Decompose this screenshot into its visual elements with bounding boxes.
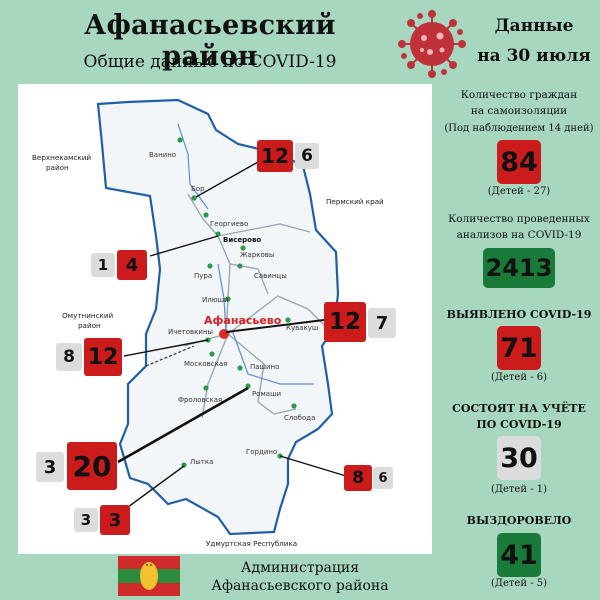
- footer-administration: Администрация: [240, 560, 360, 576]
- settlement-lytka: Лытка: [190, 458, 213, 466]
- recovered-label: ВЫЗДОРОВЕЛО: [466, 514, 572, 527]
- tests-value: 2413: [483, 248, 555, 288]
- settlement-ichetovkiny: Ичетовкины: [168, 328, 213, 336]
- tests-label-2: анализов на COVID-19: [456, 229, 582, 241]
- detected-value: 71: [497, 326, 541, 370]
- page-subtitle: Общие данные по COVID-19: [83, 52, 337, 72]
- settlement-dot: [177, 137, 183, 143]
- neighbor-udmurt: Удмуртская Республика: [206, 539, 297, 548]
- leader-lines: [117, 161, 347, 511]
- settlement-viserovo: Висерово: [223, 236, 261, 244]
- callout-romashi-cases: 20: [67, 442, 117, 490]
- callout-bor-cases: 12: [257, 140, 293, 172]
- tests-label-1: Количество проведенных: [448, 213, 590, 225]
- settlement-gordino: Гордино: [246, 448, 277, 456]
- settlement-dot: [225, 296, 231, 302]
- settlement-zharkovy: Жарковы: [240, 251, 274, 259]
- isolation-label-2: на самоизоляции: [470, 105, 568, 117]
- isolation-label-1: Количество граждан: [460, 89, 578, 101]
- settlement-ilyushi: Илюши: [202, 296, 229, 304]
- settlement-pura: Пура: [194, 272, 212, 280]
- neighbor-omutninsky-2: район: [78, 321, 101, 330]
- settlement-georgievo: Георгиево: [210, 220, 248, 228]
- isolation-children: (Детей - 27): [487, 186, 551, 197]
- detected-children: (Детей - 6): [490, 372, 548, 383]
- neighbor-verkhnekamsky: Верхнекамский: [32, 153, 91, 162]
- date-label-line2: на 30 июля: [477, 46, 591, 66]
- registered-label-1: СОСТОЯТ НА УЧЁТЕ: [452, 402, 586, 415]
- settlement-dot: [240, 245, 246, 251]
- center-marker: [219, 329, 229, 339]
- settlement-dot: [291, 403, 297, 409]
- settlement-dot: [215, 231, 221, 237]
- settlement-afanasyevo: Афанасьево: [204, 314, 282, 327]
- settlement-dot: [191, 195, 197, 201]
- callout-ichetovkiny-children: 8: [56, 343, 82, 371]
- callout-viserovo-children: 1: [91, 253, 115, 277]
- settlement-dot: [285, 317, 291, 323]
- callout-gordino-cases: 8: [344, 465, 372, 491]
- settlement-dot: [237, 263, 243, 269]
- page-title: Афанасьевский район: [84, 10, 336, 72]
- registered-label-2: ПО COVID-19: [476, 418, 562, 431]
- callout-bor-children: 6: [295, 143, 319, 169]
- neighbor-verkhnekamsky-2: район: [46, 163, 69, 172]
- settlement-vanino: Ванино: [149, 151, 176, 159]
- settlement-moskovskaya: Московская: [184, 360, 227, 368]
- neighbor-permsky: Пермский край: [326, 197, 384, 206]
- footer-district: Афанасьевского района: [211, 578, 389, 594]
- callout-lytka-children: 3: [74, 508, 98, 532]
- date-label-line1: Данные: [494, 16, 574, 36]
- settlement-dot: [203, 212, 209, 218]
- settlement-savintsy: Савинцы: [254, 272, 287, 280]
- settlement-dot: [209, 351, 215, 357]
- settlement-dot: [207, 263, 213, 269]
- neighbor-omutninsky: Омутнинский: [62, 311, 114, 320]
- recovered-value: 41: [497, 533, 541, 577]
- virus-icon: [398, 10, 466, 78]
- settlement-frolovskaya: Фроловская: [178, 396, 222, 404]
- isolation-label-3: (Под наблюдением 14 дней): [444, 123, 594, 134]
- registered-children: (Детей - 1): [490, 484, 548, 495]
- callout-afanasyevo-cases: 12: [324, 302, 366, 342]
- detected-label: ВЫЯВЛЕНО COVID-19: [446, 308, 592, 321]
- callout-viserovo-cases: 4: [117, 250, 147, 280]
- isolation-value: 84: [497, 140, 541, 184]
- rivers: [177, 123, 314, 385]
- registered-value: 30: [497, 436, 541, 480]
- callout-gordino-children: 6: [373, 467, 393, 489]
- settlement-bor: Бор: [191, 185, 205, 193]
- district-flag-emblem: [118, 556, 180, 596]
- callout-ichetovkiny-cases: 12: [84, 338, 122, 376]
- callout-afanasyevo-children: 7: [368, 308, 396, 338]
- recovered-children: (Детей - 5): [490, 578, 548, 589]
- settlement-romashi: Ромаши: [252, 390, 281, 398]
- settlement-sloboda: Слобода: [284, 414, 315, 422]
- callout-romashi-children: 3: [36, 452, 64, 482]
- rail-line: [145, 345, 195, 367]
- roads: [183, 193, 329, 419]
- settlement-dot: [203, 385, 209, 391]
- settlement-dot: [237, 365, 243, 371]
- settlement-kuvakush: Кувакуш: [286, 324, 318, 332]
- callout-lytka-cases: 3: [100, 505, 130, 535]
- settlement-pashino: Пашино: [250, 363, 279, 371]
